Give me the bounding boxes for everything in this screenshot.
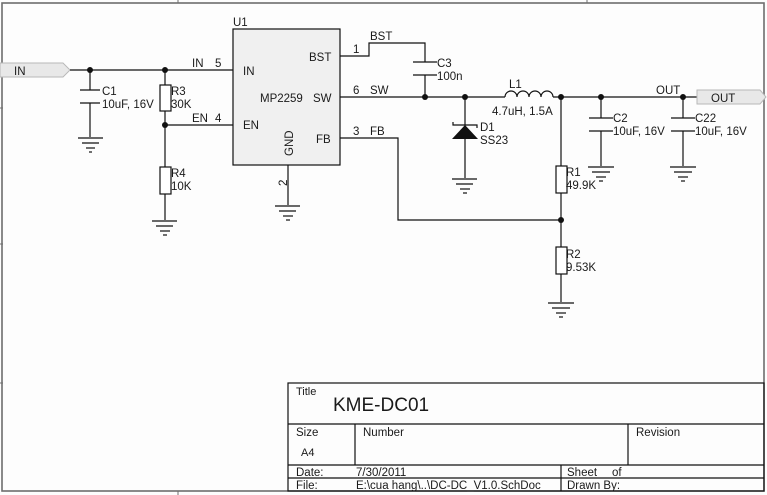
l1-value: 4.7uH, 1.5A: [492, 106, 553, 118]
sheet-of-label: of: [612, 467, 622, 479]
c1-ref: C1: [102, 86, 117, 98]
pin-name-in: IN: [243, 66, 255, 78]
c22-ref: C22: [695, 113, 716, 125]
ground-icon: [452, 178, 477, 194]
date-value: 7/30/2011: [356, 467, 406, 479]
pin-number-bst: 1: [353, 44, 359, 56]
pin-name-en: EN: [243, 120, 259, 132]
resistor-r1[interactable]: R1 49.9K: [555, 97, 596, 220]
file-value: E:\cua hang\..\DC-DC_V1.0.SchDoc: [356, 480, 541, 492]
ground-icon: [670, 166, 696, 182]
resistor-r2[interactable]: R2 9.53K: [555, 220, 596, 302]
pin-number-gnd: 2: [278, 180, 290, 186]
resistor-r3[interactable]: R3 30K: [159, 70, 192, 125]
c22-value: 10uF, 16V: [695, 126, 747, 138]
ic-u1[interactable]: U1 BST IN MP2259 SW EN FB GND: [232, 17, 341, 166]
c3-value: 100n: [437, 71, 463, 83]
input-port-label: IN: [14, 66, 26, 78]
pin-number-sw: 6: [353, 85, 359, 97]
net-label-en: EN: [192, 113, 208, 125]
input-port[interactable]: IN: [0, 62, 71, 78]
revision-label: Revision: [636, 427, 680, 439]
ground-icon: [78, 137, 103, 153]
r4-value: 10K: [171, 181, 192, 193]
d1-ref: D1: [480, 122, 495, 134]
drawn-by-label: Drawn By:: [567, 480, 620, 492]
wire-fb: [340, 137, 561, 221]
r2-value: 9.53K: [566, 262, 596, 274]
u1-designator: U1: [233, 17, 248, 29]
net-label-fb: FB: [370, 126, 385, 138]
size-label: Size: [296, 427, 318, 439]
r3-value: 30K: [171, 99, 192, 111]
pin-name-bst: BST: [309, 52, 331, 64]
pin-name-sw: SW: [313, 93, 332, 105]
pin-number-en: 4: [215, 113, 222, 125]
capacitor-c22[interactable]: C22 10uF, 16V: [671, 97, 747, 166]
title-value: KME-DC01: [333, 395, 429, 416]
r1-ref: R1: [566, 167, 581, 179]
d1-value: SS23: [480, 135, 508, 147]
capacitor-c3[interactable]: C3 100n: [413, 58, 463, 97]
u1-part-number: MP2259: [260, 93, 303, 105]
pin-number-in: 5: [215, 58, 221, 70]
net-label-out: OUT: [656, 85, 680, 97]
output-port[interactable]: OUT: [696, 89, 767, 105]
output-port-label: OUT: [711, 93, 735, 105]
ground-icon: [548, 302, 574, 318]
date-label: Date:: [296, 467, 324, 479]
net-label-in: IN: [192, 58, 204, 70]
sheet-label: Sheet: [567, 467, 598, 479]
diode-d1[interactable]: D1 SS23: [452, 97, 508, 178]
r1-value: 49.9K: [566, 180, 596, 192]
ground-icon: [588, 166, 614, 182]
c2-value: 10uF, 16V: [613, 126, 665, 138]
r3-ref: R3: [171, 86, 186, 98]
junction: [422, 94, 428, 100]
ground-icon: [275, 205, 300, 221]
pin-number-fb: 3: [353, 126, 359, 138]
c1-value: 10uF, 16V: [102, 99, 154, 111]
wire-bst: [340, 42, 426, 62]
pin-name-gnd: GND: [284, 130, 296, 156]
resistor-r4[interactable]: R4 10K: [159, 125, 192, 220]
title-label: Title: [296, 386, 316, 398]
ground-icon: [152, 220, 177, 236]
r4-ref: R4: [171, 168, 186, 180]
c2-ref: C2: [613, 113, 628, 125]
c3-ref: C3: [437, 58, 452, 70]
file-label: File:: [296, 480, 318, 492]
net-label-bst: BST: [370, 31, 392, 43]
l1-ref: L1: [509, 79, 522, 91]
net-label-sw: SW: [370, 85, 389, 97]
inductor-l1[interactable]: L1 4.7uH, 1.5A: [492, 79, 554, 118]
pin-name-fb: FB: [316, 134, 331, 146]
size-value: A4: [301, 447, 314, 459]
title-block: Title KME-DC01 Size A4 Number Revision D…: [287, 382, 765, 492]
r2-ref: R2: [566, 249, 581, 261]
capacitor-c2[interactable]: C2 10uF, 16V: [589, 97, 665, 166]
number-label: Number: [363, 427, 404, 439]
capacitor-c1[interactable]: C1 10uF, 16V: [80, 70, 154, 137]
